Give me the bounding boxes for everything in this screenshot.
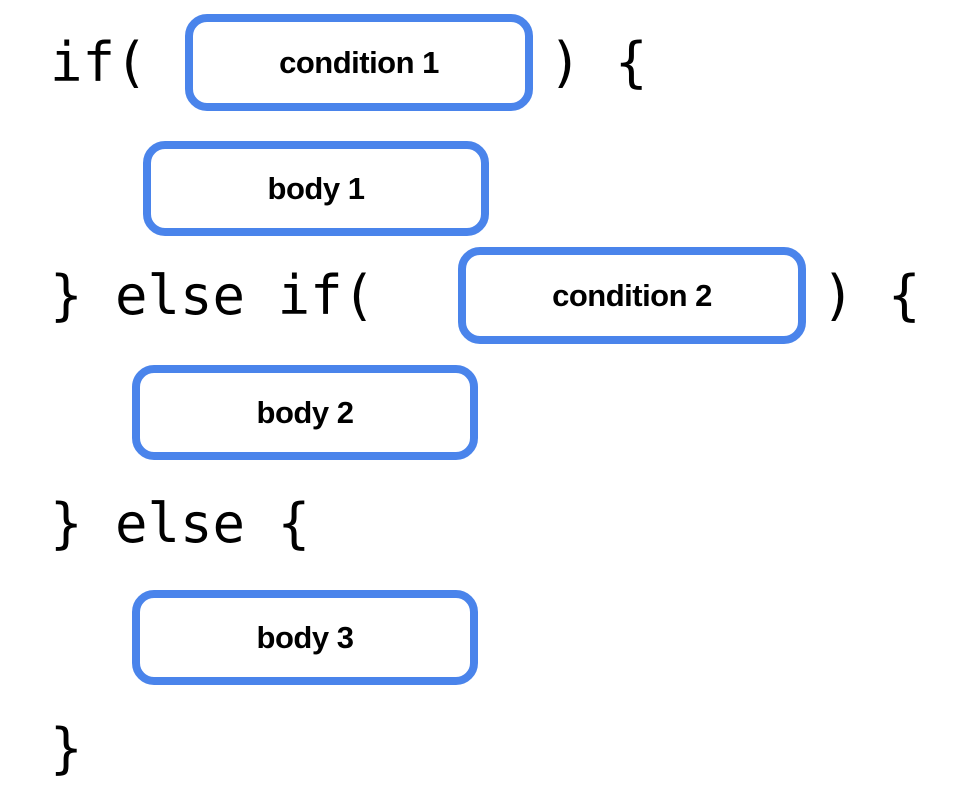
token-else-line: } else {	[50, 492, 311, 555]
token-else-if-open-brace: {	[888, 264, 921, 327]
token-if-open: if(	[50, 31, 148, 94]
slot-condition-1-label: condition 1	[279, 45, 439, 80]
token-if-close-paren: )	[549, 31, 582, 94]
token-else-if-open: } else if(	[50, 264, 376, 327]
slot-condition-1[interactable]: condition 1	[185, 14, 533, 111]
token-if-open-brace: {	[615, 31, 648, 94]
slot-body-3[interactable]: body 3	[132, 590, 478, 685]
token-else-if-close-paren: )	[822, 264, 855, 327]
slot-body-1-label: body 1	[267, 171, 365, 206]
slot-body-1[interactable]: body 1	[143, 141, 489, 236]
slot-condition-2-label: condition 2	[552, 278, 712, 313]
slot-condition-2[interactable]: condition 2	[458, 247, 806, 344]
token-close-brace: }	[50, 717, 83, 780]
slot-body-2[interactable]: body 2	[132, 365, 478, 460]
slot-body-3-label: body 3	[256, 620, 354, 655]
slot-body-2-label: body 2	[256, 395, 354, 430]
